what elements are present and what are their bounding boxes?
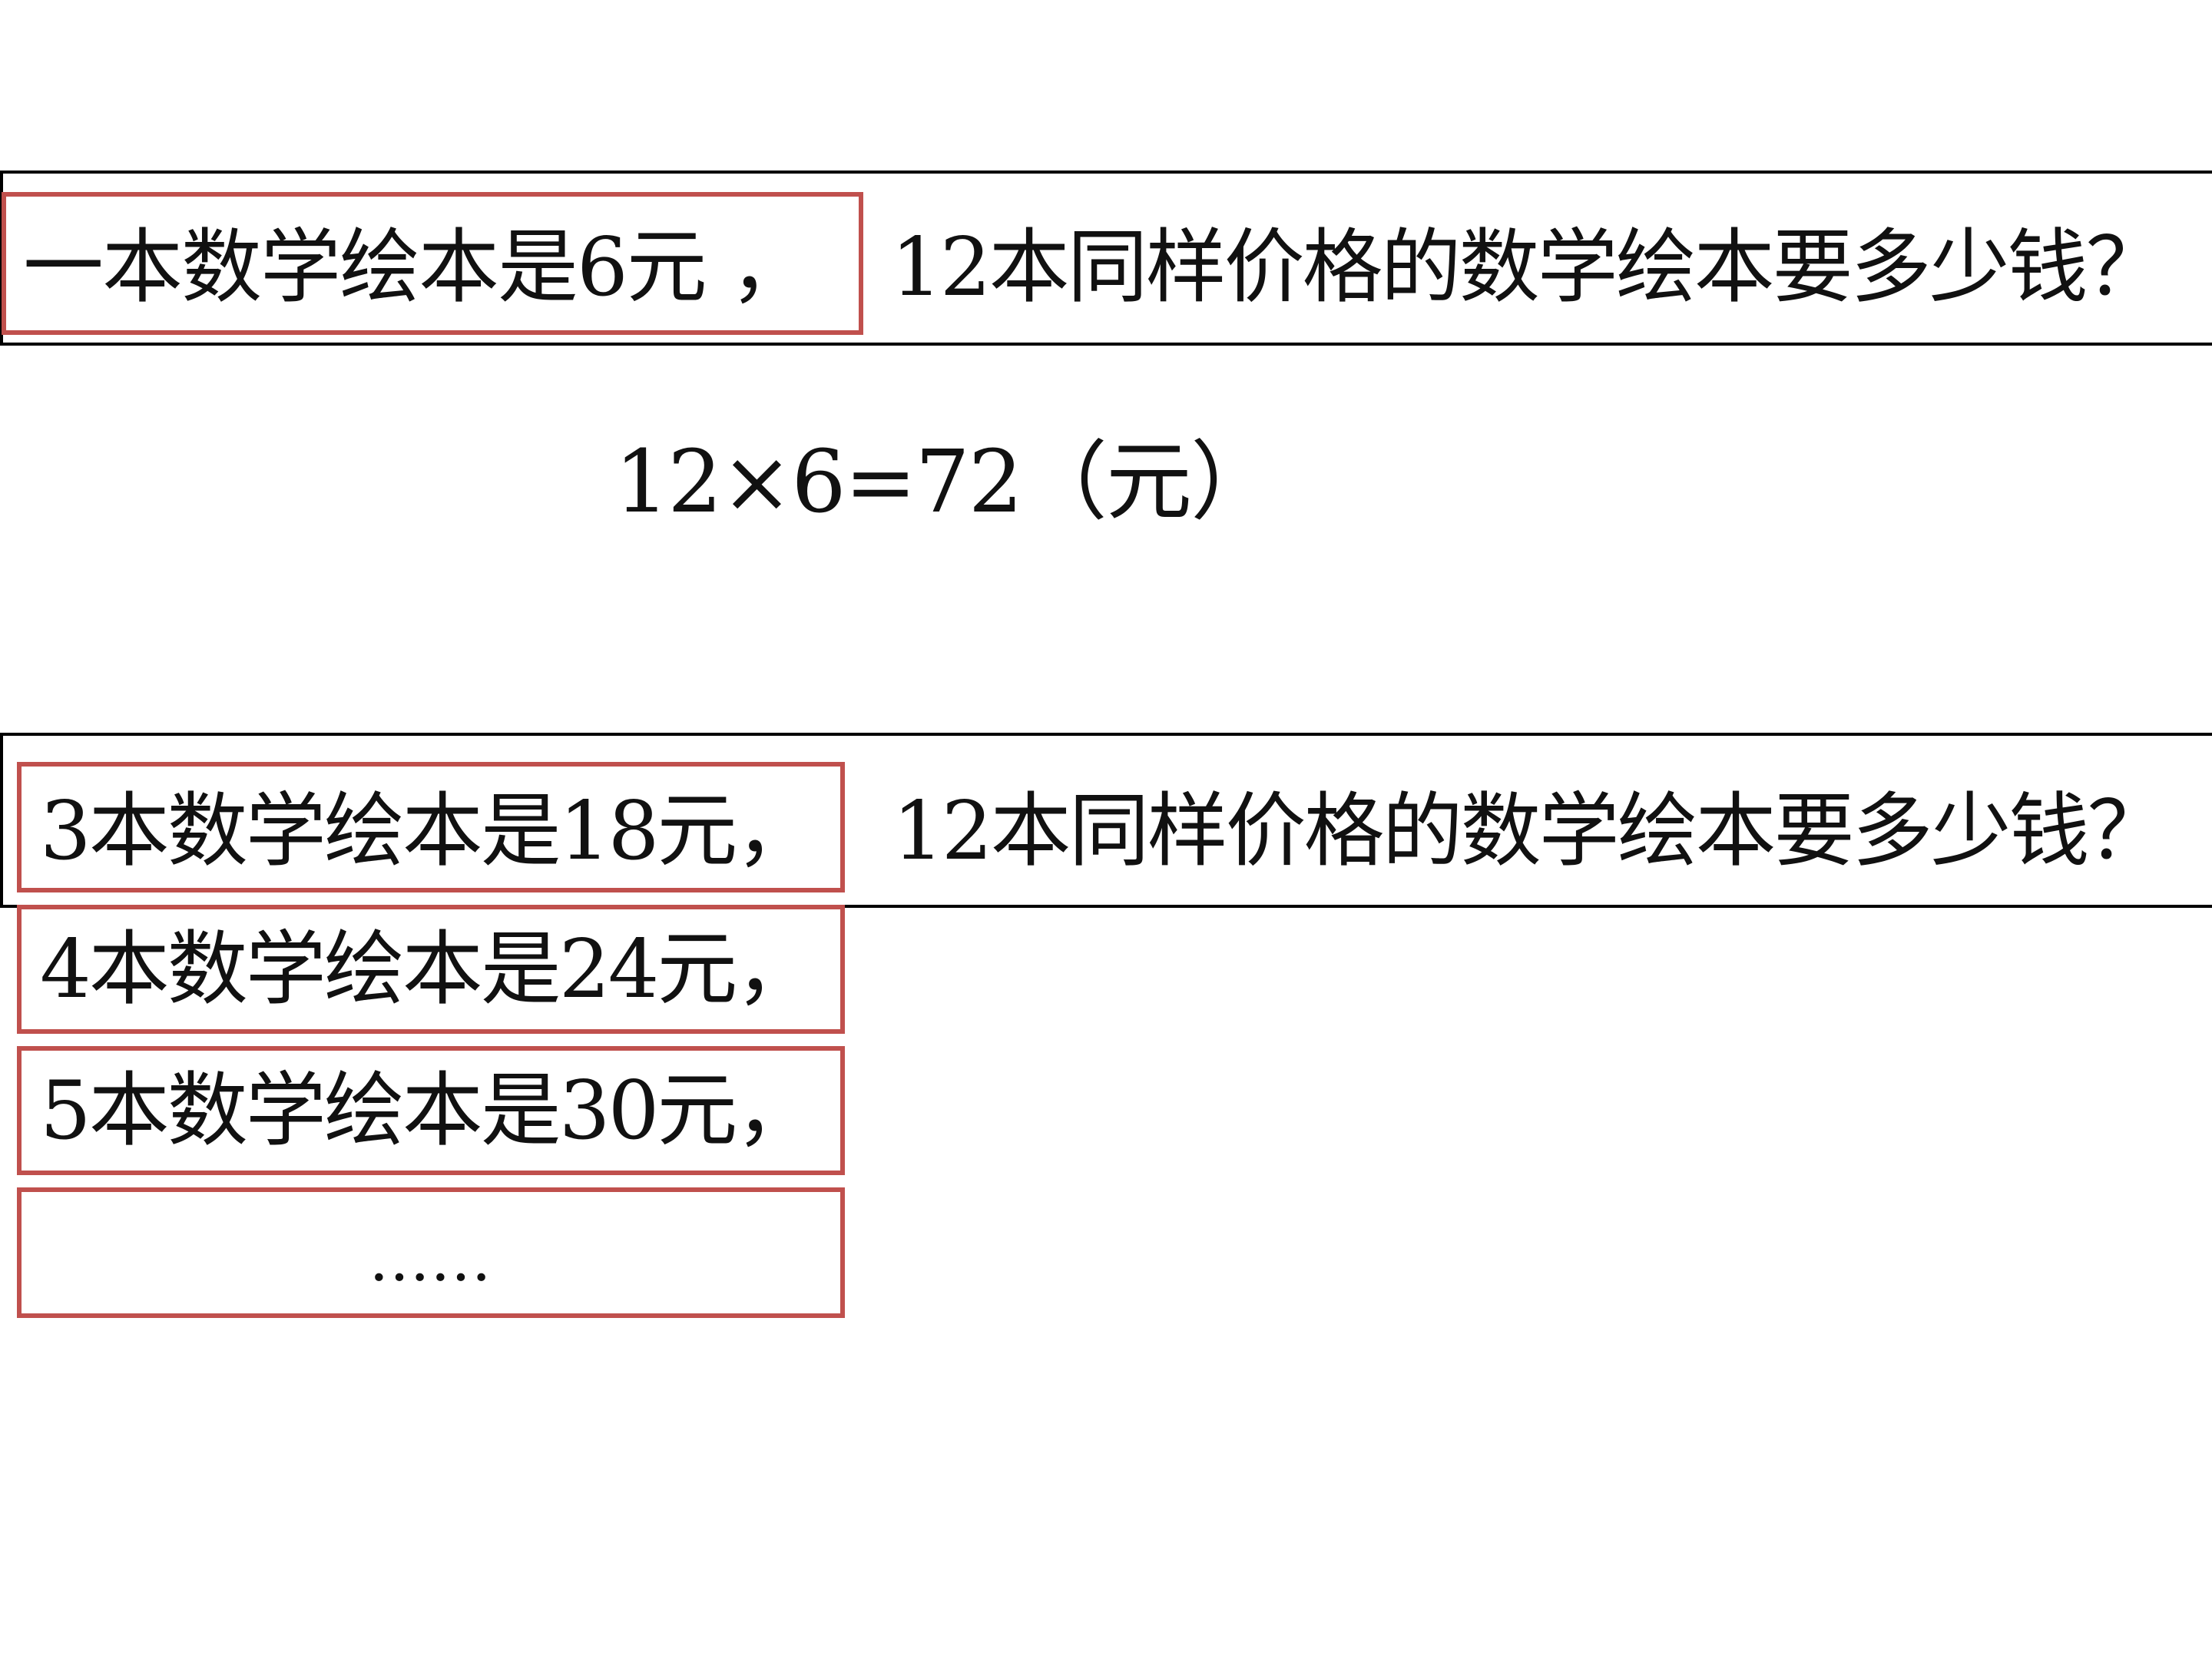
problem2-question-text: 12本同样价格的数学绘本要多少钱？ [892, 784, 2168, 878]
problem1-question-text: 12本同样价格的数学绘本要多少钱？ [891, 220, 2167, 314]
problem1-given-highlight [2, 192, 863, 335]
problem2-ellipsis-text: …… [369, 1224, 492, 1295]
problem1-given-text: 一本数学绘本是6元 ， [23, 220, 810, 314]
problem2-given-highlight-1 [17, 762, 845, 892]
problem2-given-text-1: 3本数学绘本是18元， [40, 784, 816, 878]
problem2-given-highlight-4 [17, 1187, 845, 1318]
equation-text: 12×6=72（元） [614, 432, 1277, 532]
problem2-given-text-3: 5本数学绘本是30元， [40, 1064, 816, 1157]
problem2-given-text-2: 4本数学绘本是24元， [40, 922, 816, 1016]
problem2-given-highlight-3 [17, 1046, 845, 1175]
problem2-given-highlight-2 [17, 905, 845, 1034]
problem2-frame [0, 733, 2212, 908]
